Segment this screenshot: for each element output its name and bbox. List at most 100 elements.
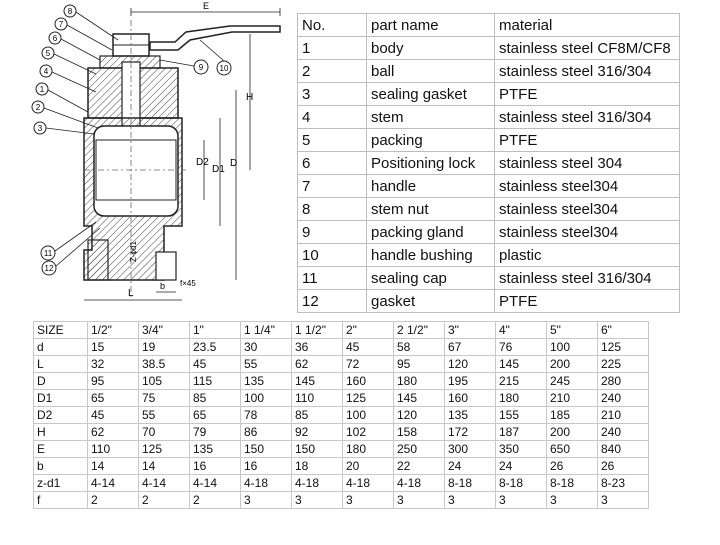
size-cell: 145 <box>291 372 343 390</box>
size-cell: 4-14 <box>87 474 139 492</box>
handle-shape <box>149 25 281 51</box>
callout-markers: 8 7 6 5 4 1 2 3 9 10 11 12 <box>31 4 232 276</box>
size-cell: 240 <box>597 389 649 407</box>
parts-cell: 1 <box>297 36 367 60</box>
size-cell: 22 <box>393 457 445 475</box>
size-cell: 210 <box>546 389 598 407</box>
size-cell: 2 <box>138 491 190 509</box>
size-cell: 32 <box>87 355 139 373</box>
size-cell: 3/4" <box>138 321 190 339</box>
size-cell: 200 <box>546 355 598 373</box>
size-cell: 8-18 <box>495 474 547 492</box>
parts-cell: body <box>366 36 495 60</box>
callout-8: 8 <box>68 7 73 16</box>
parts-cell: 2 <box>297 59 367 83</box>
size-row-label: D2 <box>33 406 88 424</box>
size-cell: 85 <box>291 406 343 424</box>
parts-cell: stainless steel304 <box>494 220 680 244</box>
size-cell: 30 <box>240 338 292 356</box>
size-cell: 150 <box>240 440 292 458</box>
callout-3: 3 <box>38 124 43 133</box>
size-cell: 158 <box>393 423 445 441</box>
size-cell: 840 <box>597 440 649 458</box>
size-cell: 4-14 <box>189 474 241 492</box>
size-cell: 8-23 <box>597 474 649 492</box>
size-row-label: f <box>33 491 88 509</box>
size-cell: 100 <box>342 406 394 424</box>
size-cell: 2 <box>87 491 139 509</box>
callout-10: 10 <box>220 64 229 73</box>
size-cell: 3 <box>597 491 649 509</box>
dim-f-label: f×45 <box>180 279 196 288</box>
size-cell: 24 <box>495 457 547 475</box>
size-cell: 5" <box>546 321 598 339</box>
size-cell: 280 <box>597 372 649 390</box>
size-cell: 4-18 <box>291 474 343 492</box>
size-cell: 92 <box>291 423 343 441</box>
callout-11: 11 <box>44 249 53 258</box>
size-cell: 26 <box>597 457 649 475</box>
size-cell: 3 <box>495 491 547 509</box>
size-cell: 135 <box>240 372 292 390</box>
size-cell: 145 <box>393 389 445 407</box>
parts-cell: 5 <box>297 128 367 152</box>
size-cell: 1 1/2" <box>291 321 343 339</box>
size-cell: 23.5 <box>189 338 241 356</box>
parts-cell: PTFE <box>494 289 680 313</box>
callout-7: 7 <box>59 20 64 29</box>
parts-cell: plastic <box>494 243 680 267</box>
parts-cell: 10 <box>297 243 367 267</box>
parts-cell: 4 <box>297 105 367 129</box>
parts-cell: sealing gasket <box>366 82 495 106</box>
size-cell: 180 <box>495 389 547 407</box>
size-cell: 62 <box>87 423 139 441</box>
size-row-label: E <box>33 440 88 458</box>
parts-cell: packing <box>366 128 495 152</box>
size-cell: 8-18 <box>546 474 598 492</box>
size-cell: 120 <box>444 355 496 373</box>
size-cell: 65 <box>87 389 139 407</box>
size-cell: 145 <box>495 355 547 373</box>
size-cell: 160 <box>342 372 394 390</box>
size-cell: 3 <box>546 491 598 509</box>
size-cell: 200 <box>546 423 598 441</box>
size-cell: 120 <box>393 406 445 424</box>
parts-cell: 8 <box>297 197 367 221</box>
parts-cell: stem <box>366 105 495 129</box>
callout-12: 12 <box>45 264 54 273</box>
parts-header-cell: No. <box>297 13 367 37</box>
size-cell: 3 <box>291 491 343 509</box>
size-cell: 24 <box>444 457 496 475</box>
size-cell: 36 <box>291 338 343 356</box>
size-cell: 58 <box>393 338 445 356</box>
size-cell: 2" <box>342 321 394 339</box>
size-cell: 65 <box>189 406 241 424</box>
size-cell: 15 <box>87 338 139 356</box>
size-cell: 2 <box>189 491 241 509</box>
parts-cell: stainless steel CF8M/CF8 <box>494 36 680 60</box>
parts-cell: Positioning lock <box>366 151 495 175</box>
callout-2: 2 <box>36 103 41 112</box>
size-cell: 210 <box>597 406 649 424</box>
parts-cell: gasket <box>366 289 495 313</box>
size-cell: 172 <box>444 423 496 441</box>
parts-cell: stem nut <box>366 197 495 221</box>
size-row-label: D <box>33 372 88 390</box>
size-cell: 135 <box>444 406 496 424</box>
size-cell: 4-18 <box>393 474 445 492</box>
size-cell: 45 <box>342 338 394 356</box>
dim-zd1-label: Z-ϕd1 <box>129 241 138 262</box>
